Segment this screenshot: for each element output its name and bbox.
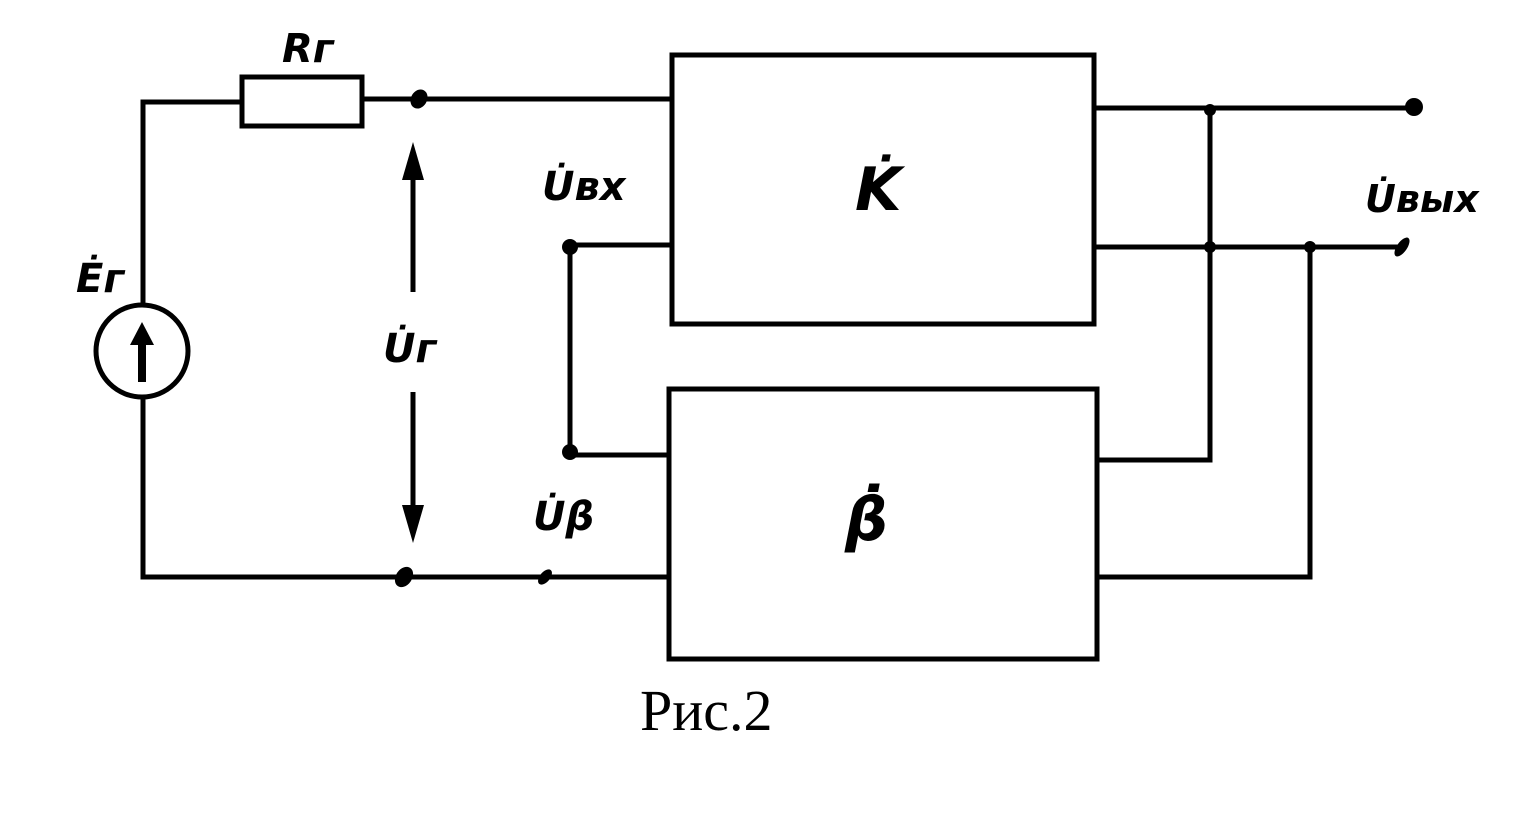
input-voltage-label: U̇г	[383, 324, 437, 372]
source-arrow-icon	[130, 322, 154, 382]
feedback-terminal	[538, 569, 552, 585]
amp-input-wire	[567, 242, 673, 458]
amp-input-voltage-label: U̇вх	[542, 162, 627, 210]
amplifier-block	[669, 52, 1097, 327]
junction-right	[1304, 241, 1316, 253]
input-terminal-bottom	[394, 566, 414, 588]
resistor-label: Rг	[282, 26, 335, 72]
amp-input-terminal-top	[562, 239, 578, 255]
feedback-label: β̇	[844, 483, 888, 555]
feedback-block	[666, 386, 1100, 662]
junction-top	[1204, 104, 1216, 116]
amp-input-terminal-bottom	[562, 444, 578, 460]
amplifier-label: K̇	[855, 153, 906, 225]
input-voltage-arrow-icon	[402, 142, 424, 543]
source-bottom-wire	[140, 394, 673, 580]
source-top-wire	[140, 99, 245, 308]
output-terminal-top	[1405, 98, 1423, 116]
output-voltage-label: U̇вых	[1365, 177, 1480, 221]
feedback-bottom-return-wire	[1094, 244, 1313, 580]
feedback-top-return-wire	[1094, 105, 1213, 463]
feedback-voltage-label: U̇β	[533, 492, 594, 540]
source-emf-label: Ėг	[76, 254, 125, 302]
figure-caption: Рис.2	[640, 678, 773, 743]
resistor	[239, 74, 365, 129]
junction-middle	[1204, 241, 1216, 253]
input-terminal-top	[410, 89, 428, 109]
output-terminal-bottom	[1394, 237, 1410, 257]
